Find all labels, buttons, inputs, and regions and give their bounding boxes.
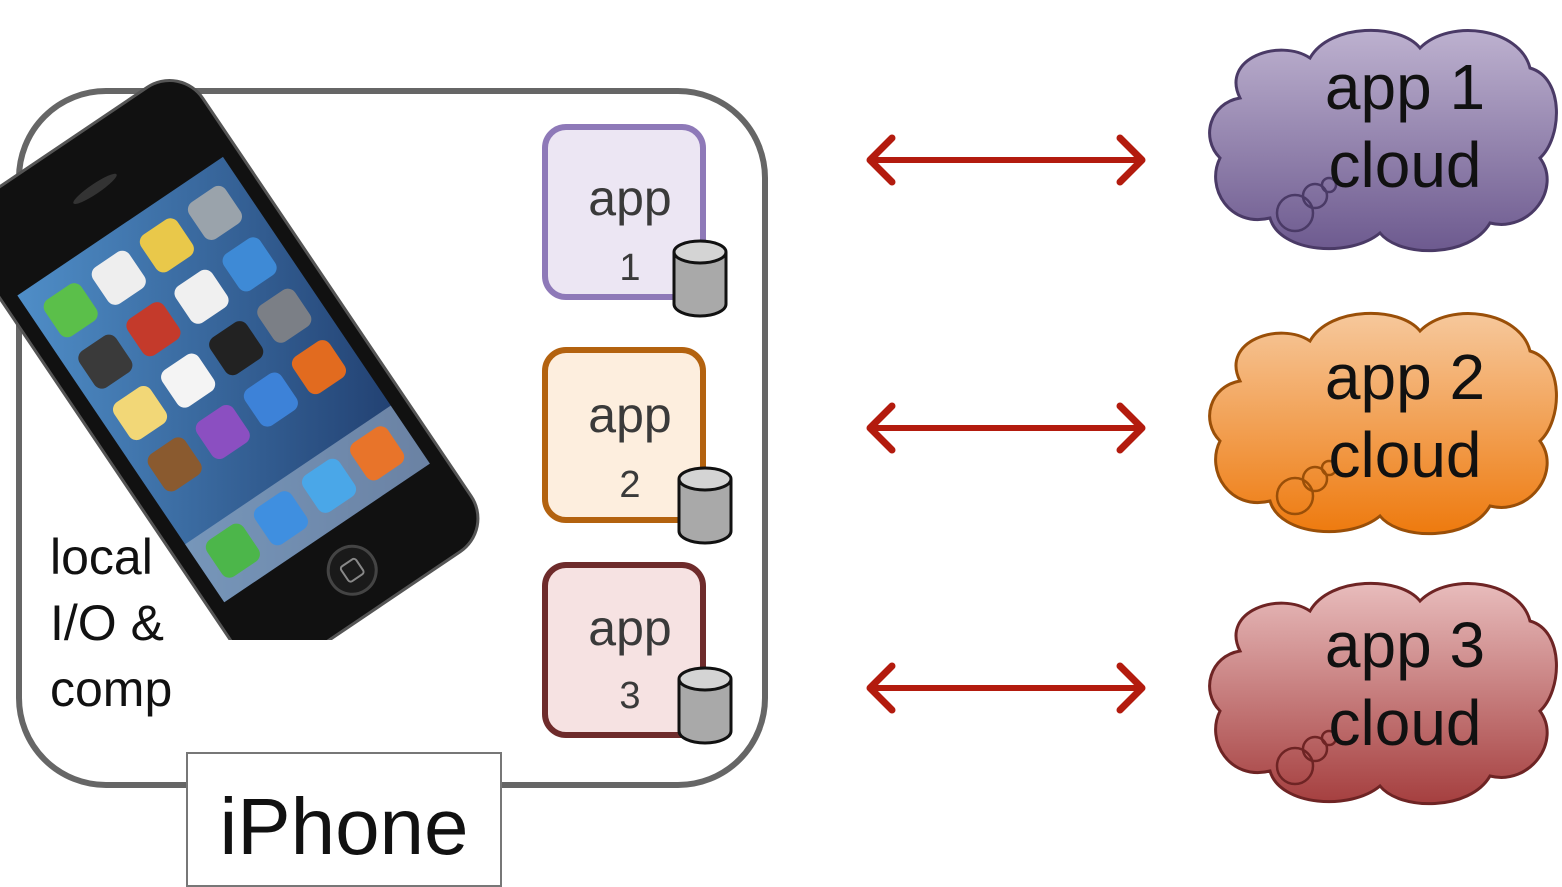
local-io-comp-label: local I/O & comp [50,524,172,722]
cloud-line1: app 2 [1324,341,1486,413]
cloud-label-app2: app 2 cloud [1275,338,1535,494]
iphone-label: iPhone [219,782,469,871]
comp-line: comp [50,661,173,717]
app-number: 3 [619,675,641,717]
app-label: app [588,387,672,443]
app-label: app [588,600,672,656]
cloud-shape-app2 [1208,311,1558,536]
cloud-label-app1: app 1 cloud [1275,48,1535,204]
iphone-illustration [0,79,480,640]
database-icon [677,466,733,545]
local-line: local [50,529,153,585]
iphone-label-box: iPhone [186,752,502,887]
database-icon [672,239,728,318]
cloud-line1: app 3 [1324,609,1486,681]
cloud-shape-app3 [1208,581,1558,806]
app-label: app [588,170,672,226]
bidirectional-arrow-2 [866,402,1146,454]
app-box-1: app 1 [542,124,706,300]
bidirectional-arrow-3 [866,662,1146,714]
cloud-line2: cloud [1328,129,1482,201]
cloud-shape-app1 [1208,28,1558,253]
app-number: 1 [619,247,641,289]
bidirectional-arrow-1 [866,134,1146,186]
cloud-label-app3: app 3 cloud [1275,606,1535,762]
io-line: I/O & [50,595,164,651]
cloud-line2: cloud [1328,419,1482,491]
cloud-line1: app 1 [1324,51,1486,123]
app-number: 2 [619,464,641,506]
cloud-line2: cloud [1328,687,1482,759]
database-icon [677,666,733,745]
